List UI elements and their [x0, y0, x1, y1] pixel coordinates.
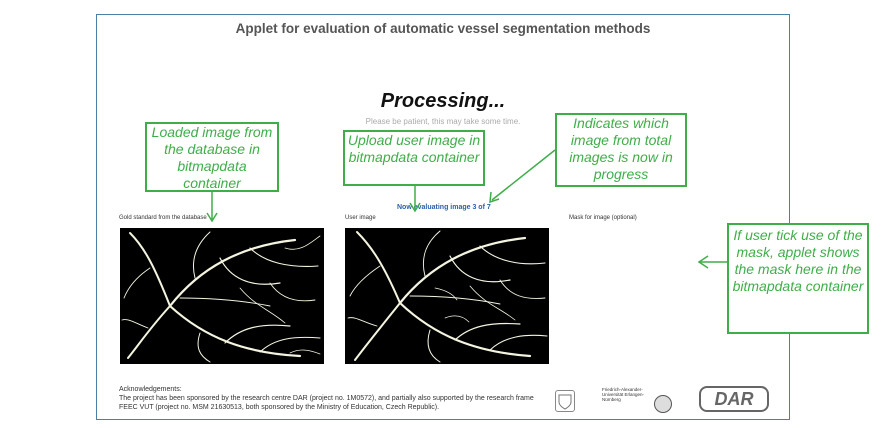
dar-logo: DAR: [699, 386, 769, 412]
callout-upload-image: Upload user image in bitmapdata containe…: [343, 130, 485, 186]
applet-frame: Applet for evaluation of automatic vesse…: [96, 14, 790, 420]
patience-message: Please be patient, this may take some ti…: [365, 117, 521, 126]
applet-title: Applet for evaluation of automatic vesse…: [235, 21, 651, 36]
fau-logo-text: Friedrich-Alexander-Universität Erlangen…: [602, 387, 645, 402]
acknowledgements-heading: Acknowledgements:: [119, 386, 182, 393]
vessel-tree-gold: [121, 231, 321, 363]
gold-standard-label: Gold standard from the database: [119, 215, 207, 221]
processing-title: Processing...: [380, 90, 506, 112]
user-image-label: User image: [345, 215, 376, 221]
mask-label: Mask for image (optional): [569, 215, 637, 221]
fau-logo: Friedrich-Alexander-Universität Erlangen…: [602, 387, 674, 413]
vessel-tree-user: [347, 230, 548, 363]
user-image: [345, 228, 549, 364]
gold-standard-image: [120, 228, 324, 364]
callout-loaded-image: Loaded image from the database in bitmap…: [145, 122, 279, 192]
acknowledgements-body: The project has been sponsored by the re…: [119, 395, 534, 411]
callout-progress-indicator: Indicates which image from total images …: [555, 113, 687, 187]
callout-mask-note: If user tick use of the mask, applet sho…: [727, 223, 869, 334]
evaluating-status: Now evaluating image 3 of 7: [397, 204, 491, 211]
shield-icon: [558, 394, 572, 410]
fau-emblem-icon: [654, 395, 672, 413]
acknowledgements: Acknowledgements: The project has been s…: [119, 385, 549, 412]
university-seal-logo: [555, 390, 575, 412]
